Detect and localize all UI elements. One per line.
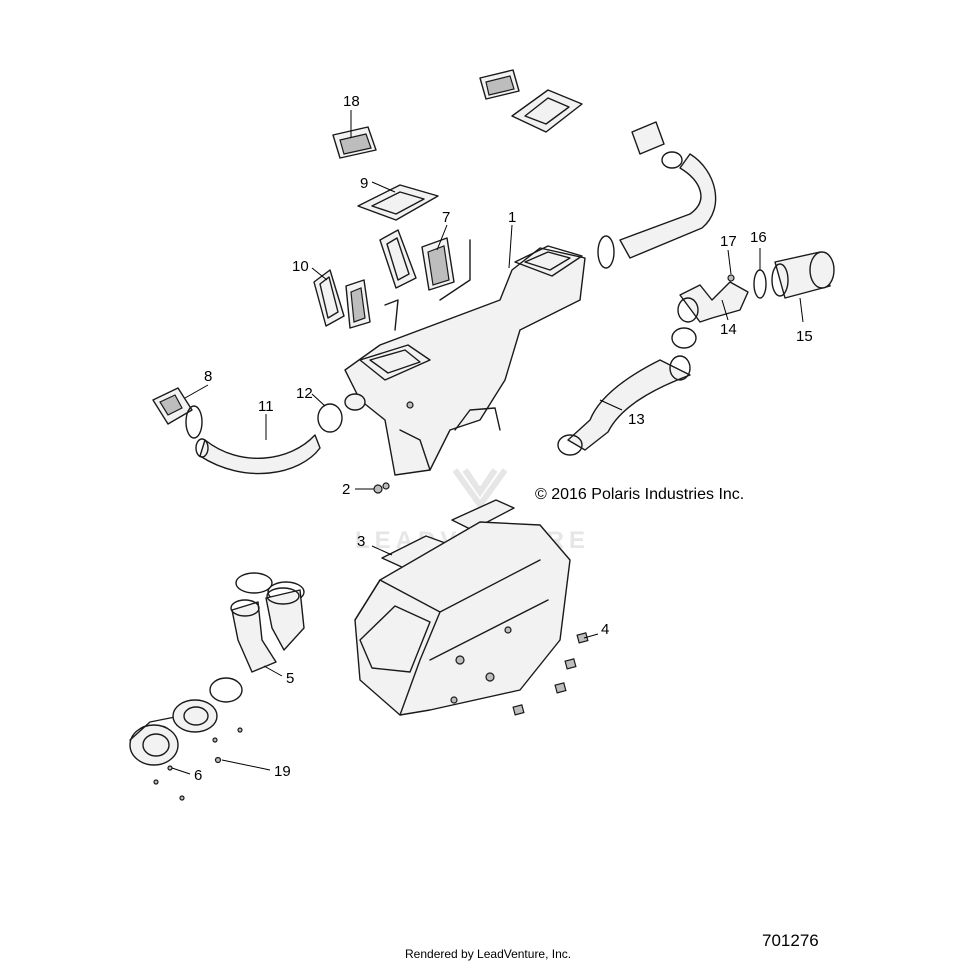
callout-2: 2	[342, 481, 350, 498]
callout-14: 14	[720, 321, 737, 338]
callout-9: 9	[360, 175, 368, 192]
footer-text: Rendered by LeadVenture, Inc.	[405, 947, 571, 961]
part-12-clamp	[317, 403, 343, 433]
callout-10: 10	[292, 258, 309, 275]
part-17-clip	[727, 274, 735, 282]
callout-1: 1	[508, 209, 516, 226]
callout-3: 3	[357, 533, 365, 550]
lower-airbox	[354, 521, 571, 716]
callout-6: 6	[194, 767, 202, 784]
callout-15: 15	[796, 328, 813, 345]
part-10-seals	[313, 229, 417, 329]
part-3-seal	[381, 499, 515, 569]
callout-11: 11	[258, 398, 274, 415]
callout-4: 4	[601, 621, 609, 638]
part-9-seal	[357, 89, 583, 221]
part-4-nuts	[512, 632, 589, 716]
upper-right-hose	[597, 121, 717, 269]
part-11-hose	[195, 434, 321, 475]
leader-lines	[171, 110, 804, 775]
part-2-screw	[373, 401, 414, 494]
callout-19: 19	[274, 763, 291, 780]
part-16-clamp	[753, 269, 767, 299]
callout-13: 13	[628, 411, 645, 428]
callout-12: 12	[296, 385, 313, 402]
part-13-hose	[557, 327, 697, 456]
callout-17: 17	[720, 233, 737, 250]
callout-18: 18	[343, 93, 360, 110]
part-7-vent	[421, 237, 455, 291]
diagram-number: 701276	[762, 931, 819, 950]
part-18-vent	[332, 69, 520, 159]
part-14-elbow	[677, 281, 749, 323]
callout-8: 8	[204, 368, 212, 385]
part-19-screw	[214, 756, 222, 764]
callout-5: 5	[286, 670, 294, 687]
callout-16: 16	[750, 229, 767, 246]
part-15-filter	[771, 251, 835, 299]
callout-7: 7	[442, 209, 450, 226]
copyright-text: © 2016 Polaris Industries Inc.	[535, 486, 744, 503]
part-6-outlet	[129, 699, 243, 801]
part-5-hoses	[209, 572, 305, 703]
part-1-airbox	[344, 239, 586, 476]
callouts: 18 9 7 1 10 17 16 14 15 8 11 12 13 2 3 4…	[194, 93, 813, 784]
part-8-inlet	[152, 387, 203, 439]
